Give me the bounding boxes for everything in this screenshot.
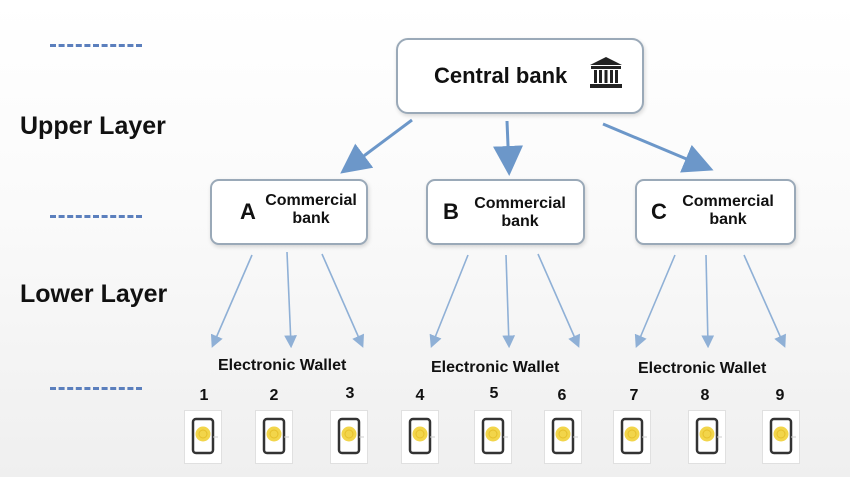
phone-coin-icon	[184, 410, 222, 464]
arrow-b-to-wallet-6	[537, 253, 580, 348]
bank-letter-b: B	[443, 199, 459, 224]
commercial-bank-b-label: Commercial bank	[460, 195, 580, 231]
wallet-group-label-c: Electronic Wallet	[638, 360, 767, 377]
commercial-bank-c-box	[635, 179, 796, 245]
commercial-bank-c-line2: bank	[709, 211, 747, 228]
commercial-bank-a-box	[210, 179, 368, 245]
wallet-number: 9	[775, 387, 785, 404]
phone-coin-icon	[544, 410, 582, 464]
commercial-bank-a-line1: Commercial	[265, 192, 357, 209]
phone-coin-icon	[688, 410, 726, 464]
arrow-a-to-wallet-2	[284, 251, 297, 349]
wallet-number: 2	[269, 387, 279, 404]
upper-layer-label: Upper Layer	[20, 112, 166, 140]
level-marker-middle	[50, 215, 142, 218]
wallet-number: 7	[629, 387, 639, 404]
central-bank-label: Central bank	[434, 63, 568, 88]
commercial-bank-c-line1: Commercial	[682, 193, 774, 210]
phone-coin-icon	[330, 410, 368, 464]
arrow-central-to-a	[340, 118, 413, 174]
bank-letter-a: A	[240, 199, 256, 224]
wallet-group-label-b: Electronic Wallet	[431, 359, 560, 376]
wallet-number: 3	[345, 385, 355, 402]
bank-building-icon	[590, 57, 622, 88]
arrow-central-to-b	[493, 120, 524, 176]
arrow-a-to-wallet-3	[321, 253, 364, 348]
arrow-c-to-wallet-9	[743, 254, 786, 348]
arrow-c-to-wallet-7	[634, 254, 676, 348]
phone-coin-icon	[401, 410, 439, 464]
lower-layer-label: Lower Layer	[20, 280, 168, 308]
level-marker-top	[50, 44, 142, 47]
arrow-b-to-wallet-5	[502, 254, 516, 349]
wallet-number: 8	[700, 387, 710, 404]
wallet-group-label-a: Electronic Wallet	[218, 357, 347, 374]
commercial-bank-a-line2: bank	[292, 210, 330, 227]
wallet-number: 5	[489, 385, 499, 402]
central-bank-box	[396, 38, 644, 114]
phone-coin-icon	[255, 410, 293, 464]
commercial-bank-b-line2: bank	[501, 213, 539, 230]
commercial-bank-b-line1: Commercial	[474, 195, 566, 212]
phone-coin-icon	[762, 410, 800, 464]
wallet-number: 4	[415, 387, 425, 404]
arrow-c-to-wallet-8	[701, 254, 715, 349]
commercial-bank-c-label: Commercial bank	[668, 193, 788, 229]
arrow-central-to-c	[602, 122, 714, 173]
level-marker-bottom	[50, 387, 142, 390]
arrow-b-to-wallet-4	[429, 254, 469, 348]
commercial-bank-b-box	[426, 179, 585, 245]
phone-coin-icon	[613, 410, 651, 464]
wallet-number: 1	[199, 387, 209, 404]
commercial-bank-a-label: Commercial bank	[251, 192, 371, 228]
wallet-number: 6	[557, 387, 567, 404]
phone-coin-icon	[474, 410, 512, 464]
bank-letter-c: C	[651, 199, 667, 224]
arrow-a-to-wallet-1	[210, 254, 253, 348]
